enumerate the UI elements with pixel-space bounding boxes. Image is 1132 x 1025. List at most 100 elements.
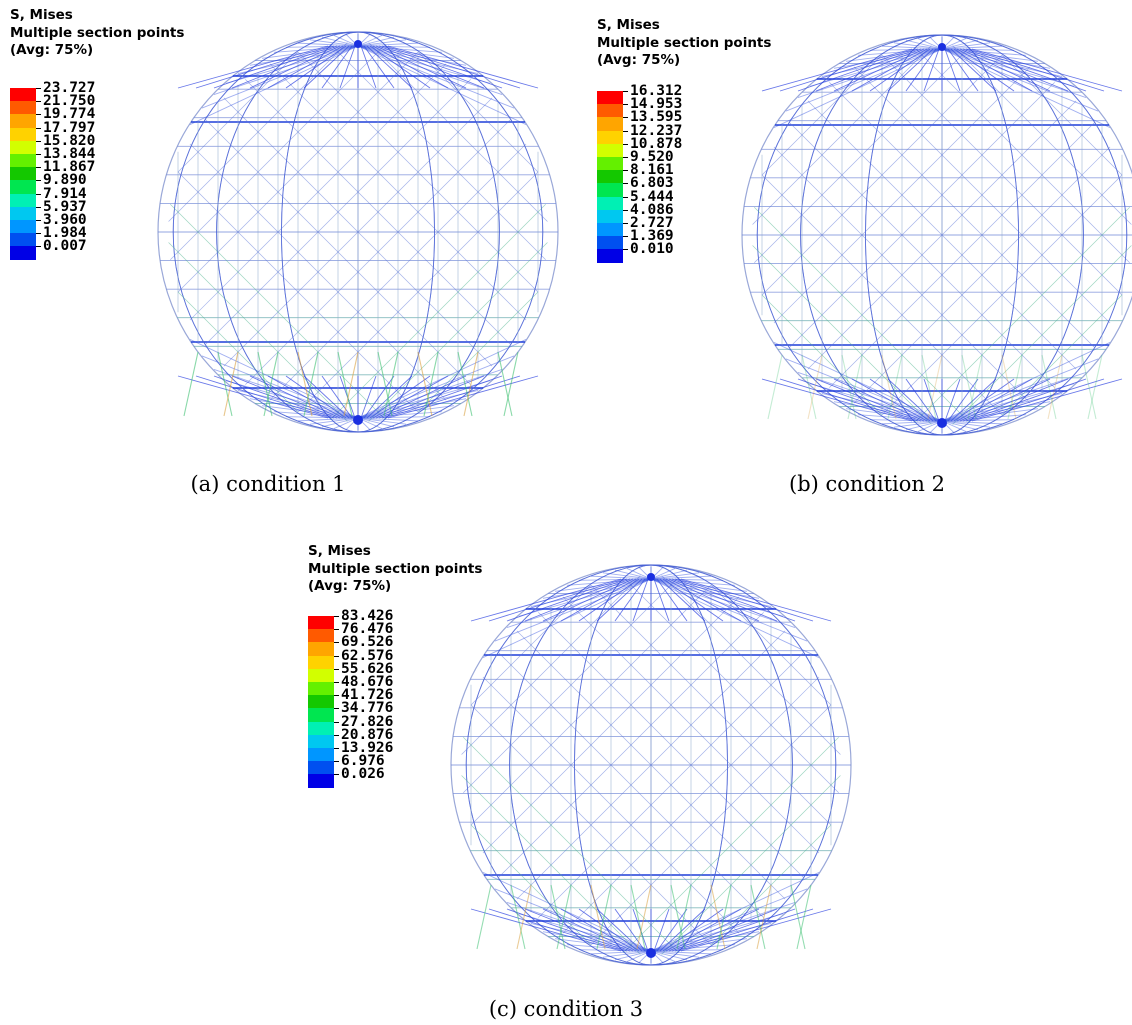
legend-swatch [308,774,334,788]
legend-swatch [597,157,623,171]
legend-averaging: (Avg: 75%) [308,578,392,594]
legend-tick [36,101,41,103]
legend-swatch [308,668,334,682]
legend-value: 5.937 [43,198,87,215]
legend-a: S, Mises Multiple section points (Avg: 7… [10,7,185,260]
legend-value: 0.026 [341,766,385,783]
legend-swatch [308,629,334,643]
mesh-group [157,31,559,433]
legend-value: 13.844 [43,146,96,162]
legend-c: S, Mises Multiple section points (Avg: 7… [308,543,483,788]
legend-tick [623,143,628,145]
legend-b: S, Mises Multiple section points (Avg: 7… [597,17,772,263]
legend-value: 6.803 [630,175,674,192]
legend-swatch [308,748,334,762]
legend-value: 76.476 [341,621,394,638]
legend-swatch [10,206,36,220]
legend-swatch [597,209,623,223]
legend-value: 1.369 [630,228,674,245]
legend-value: 20.876 [341,726,394,743]
legend-swatch [597,196,623,210]
legend-value: 23.727 [43,80,96,96]
legend-subtitle: Multiple section points [308,560,483,577]
legend-tick [334,734,339,736]
legend-tick [623,236,628,238]
stress-tint [183,351,519,417]
support-node [646,948,656,958]
pole-fans [177,34,539,430]
legend-tick [36,154,41,155]
legend-tick [623,170,628,172]
legend-swatch [597,183,623,197]
legend-title: S, Mises [10,7,73,23]
caption-c: (c) condition 3 [488,997,644,1021]
legend-averaging: (Avg: 75%) [10,42,94,58]
legend-value: 3.960 [43,212,87,228]
legend-value: 14.953 [630,96,683,113]
legend-value: 7.914 [43,185,87,202]
legend-swatch [308,721,334,735]
legend-subtitle: Multiple section points [597,34,772,51]
legend-tick [36,88,41,89]
legend-swatch [597,249,623,263]
legend-tick [623,209,628,211]
legend-tick [623,91,628,92]
legend-tick [623,196,628,198]
legend-tick [334,774,339,776]
legend-swatch [10,246,36,260]
legend-tick [334,695,339,697]
legend-value: 15.820 [43,132,96,149]
legend-value: 34.776 [341,700,394,717]
legend-value: 62.576 [341,647,394,664]
legend-swatch [10,140,36,154]
legend-value: 83.426 [341,608,394,624]
legend-tick [334,642,339,644]
legend-swatch [308,655,334,669]
legend-swatch [308,682,334,696]
legend-tick [36,220,41,221]
legend-swatch [10,233,36,247]
legend-tick [623,117,628,119]
legend-title: S, Mises [308,543,371,559]
legend-value: 13.926 [341,740,394,756]
legend-tick [36,140,41,142]
legend-value: 12.237 [630,122,683,139]
legend-value: 4.086 [630,201,674,218]
legend-tick [623,183,628,185]
legend-swatch [597,104,623,118]
legend-tick [334,682,339,683]
legend-value: 19.774 [43,106,96,123]
legend-swatch [597,117,623,131]
legend-value: 9.520 [630,149,674,165]
legend-value: 0.007 [43,238,87,255]
legend-swatch [308,761,334,775]
legend-value: 8.161 [630,162,674,179]
legend-swatch [597,223,623,237]
legend-value: 69.526 [341,634,394,651]
legend-tick [334,748,339,749]
legend-swatch [597,143,623,157]
legend-value: 16.312 [630,83,683,99]
legend-value: 10.878 [630,135,683,152]
support-node [937,418,947,428]
legend-value: 11.867 [43,159,96,176]
legend-subtitle: Multiple section points [10,24,185,41]
legend-swatch [308,616,334,630]
legend-swatch [308,734,334,748]
support-node [353,415,363,425]
legend-tick [334,708,339,710]
support-node [354,40,362,48]
legend-swatch [308,708,334,722]
legend-swatch [10,180,36,194]
legend-averaging: (Avg: 75%) [597,52,681,68]
legend-value: 41.726 [341,687,394,704]
mesh-diagonals [752,45,1132,425]
legend-swatch [10,88,36,102]
legend-swatch [10,154,36,168]
support-node [938,43,946,51]
legend-value: 6.976 [341,753,385,770]
legend-value: 21.750 [43,93,96,110]
legend-tick [36,127,41,129]
